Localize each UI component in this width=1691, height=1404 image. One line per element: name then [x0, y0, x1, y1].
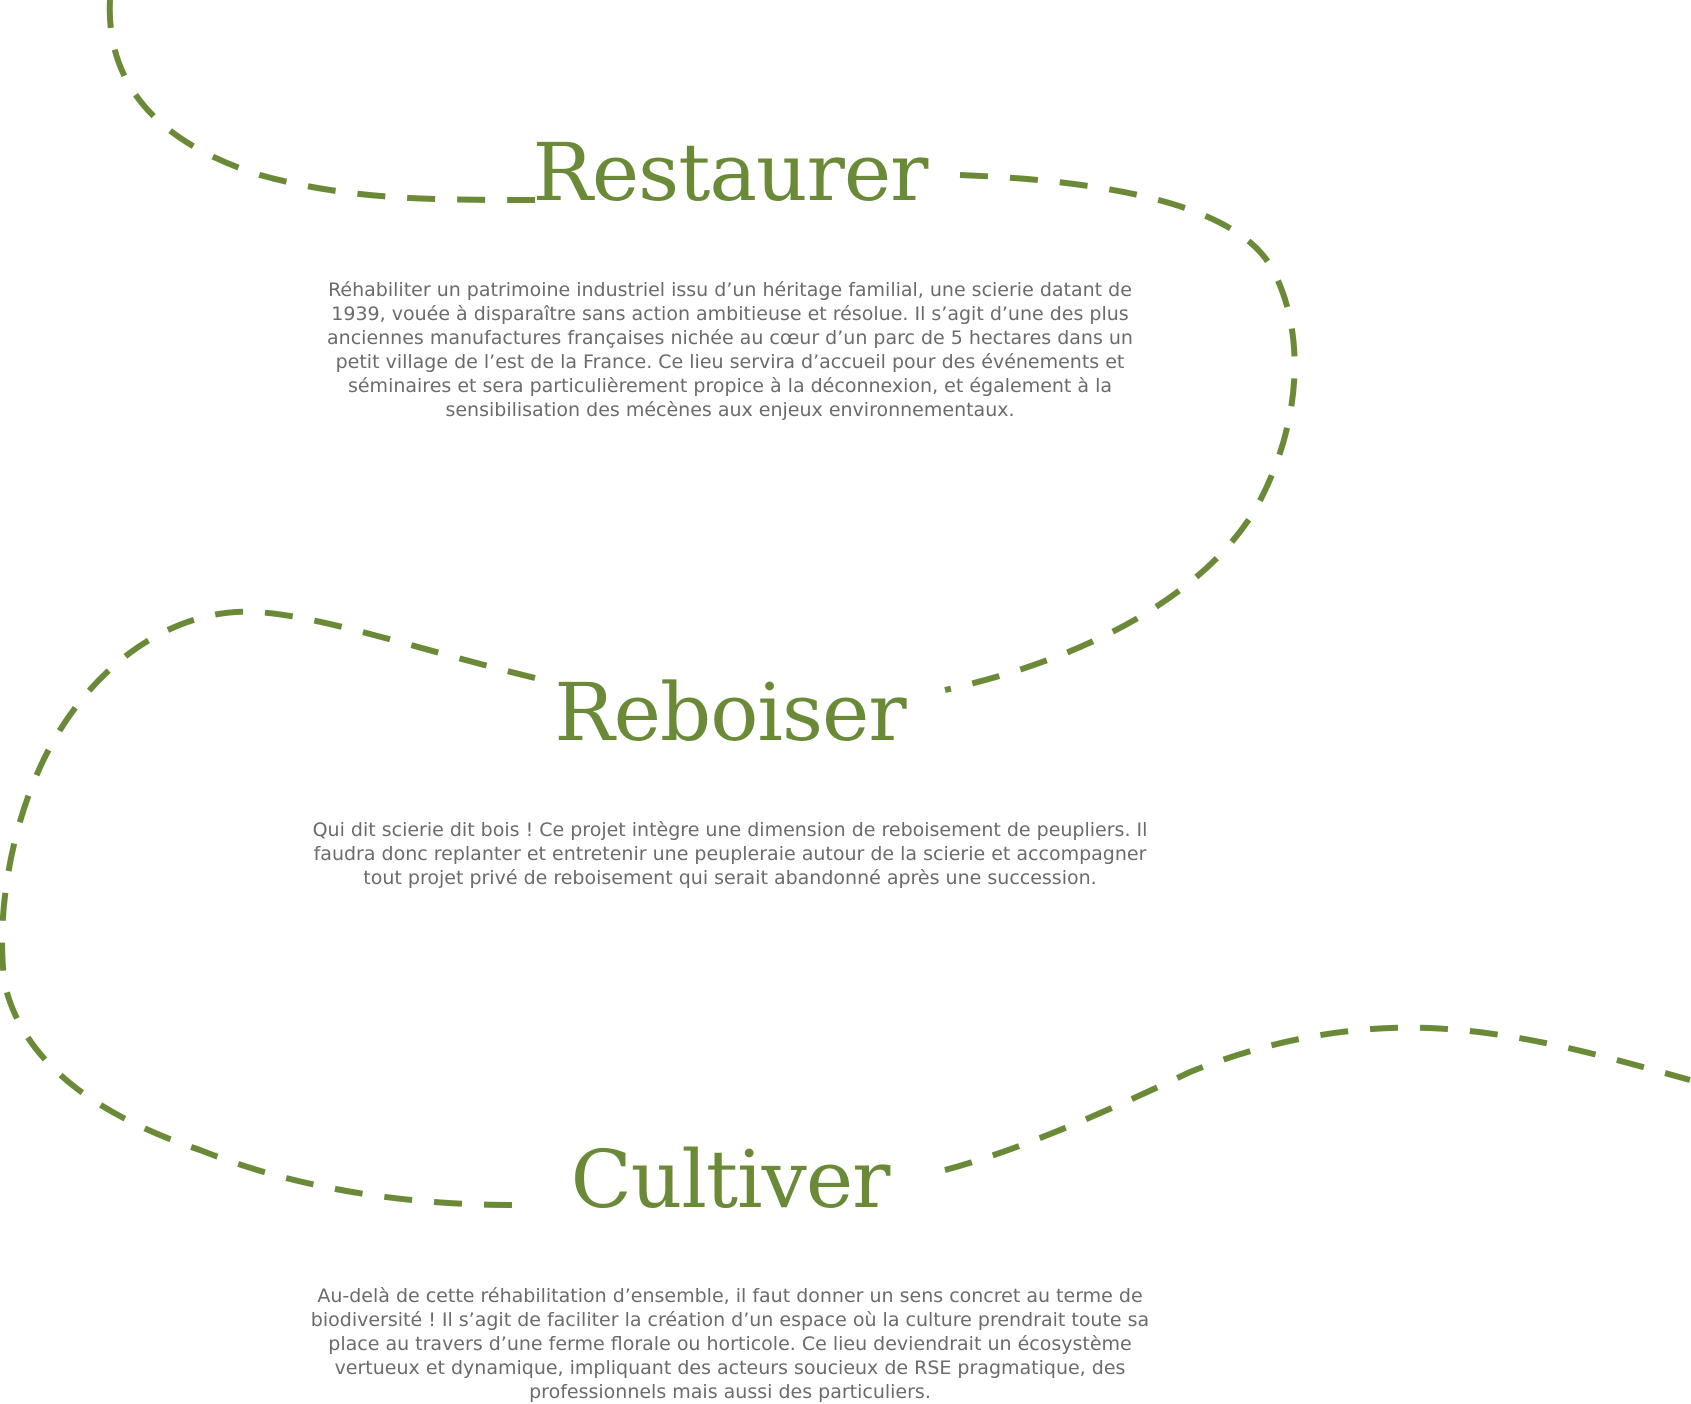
section-text: Au-delà de cette réhabilitation d’ensemb…: [310, 1285, 1150, 1403]
section-title: Reboiser: [554, 666, 906, 759]
section-title: Restaurer: [532, 126, 929, 219]
path-segment-top-right: [944, 172, 1298, 693]
section-text: Qui dit scierie dit bois ! Ce projet int…: [312, 819, 1148, 889]
section-title: Cultiver: [570, 1133, 891, 1226]
section-text: Réhabiliter un patrimoine industriel iss…: [327, 279, 1133, 421]
